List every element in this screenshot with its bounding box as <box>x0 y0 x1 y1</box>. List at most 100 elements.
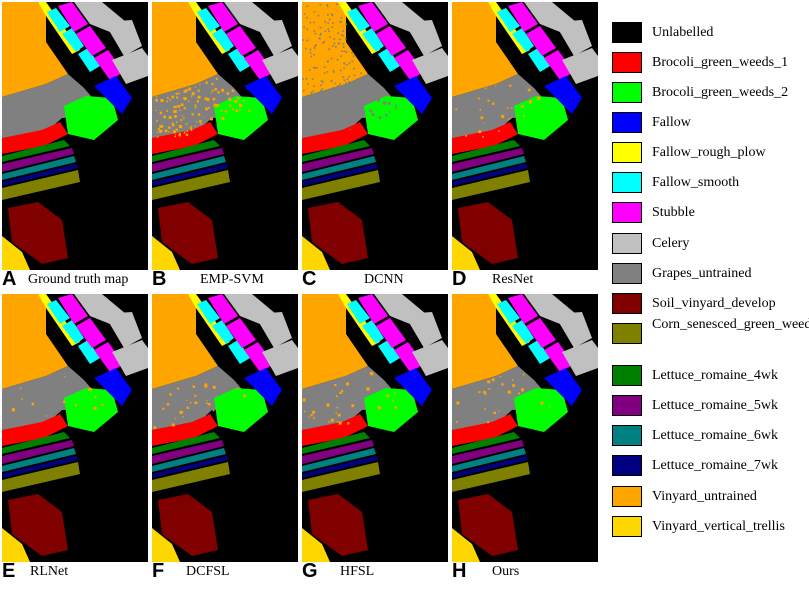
misclassified-pixel <box>387 102 391 105</box>
region-vinyard-untrained <box>2 2 68 97</box>
misclassified-pixel <box>491 378 495 382</box>
legend-swatch <box>612 516 642 537</box>
misclassified-pixel <box>166 100 168 103</box>
misclassified-pixel <box>377 406 381 410</box>
misclassified-pixel <box>308 69 311 71</box>
misclassified-pixel <box>166 97 169 99</box>
misclassified-pixel <box>212 409 215 412</box>
region-lettuce-romaine-4wk <box>2 140 70 162</box>
misclassified-pixel <box>355 79 358 81</box>
misclassified-pixel <box>200 123 202 125</box>
misclassified-pixel <box>341 50 343 52</box>
misclassified-pixel <box>537 96 541 100</box>
misclassified-pixel <box>320 84 322 87</box>
misclassified-pixel <box>370 111 373 113</box>
misclassified-pixel <box>311 78 314 80</box>
misclassified-pixel <box>484 87 487 89</box>
misclassified-pixel <box>517 114 519 117</box>
misclassified-pixel <box>353 94 355 97</box>
region-lettuce-romaine-5wk <box>152 440 224 464</box>
misclassified-pixel <box>64 376 66 378</box>
misclassified-pixel <box>478 97 480 100</box>
region-brocoli-green-weeds-2 <box>364 96 418 140</box>
region-stubble <box>376 26 406 56</box>
misclassified-pixel <box>342 43 345 45</box>
misclassified-pixel <box>501 114 505 118</box>
region-stubble <box>394 50 424 80</box>
region-lettuce-romaine-4wk <box>152 140 220 162</box>
panel-letter: E <box>2 560 16 582</box>
region-brocoli-green-weeds-1 <box>152 414 218 446</box>
region-grapes-untrained <box>152 366 254 430</box>
misclassified-pixel <box>322 81 324 84</box>
misclassified-pixel <box>302 78 304 80</box>
misclassified-pixel <box>171 95 175 99</box>
region-corn-senesced-green-weeds <box>452 462 530 492</box>
misclassified-pixel <box>352 55 355 57</box>
misclassified-pixel <box>191 129 193 131</box>
misclassified-pixel <box>343 62 346 65</box>
misclassified-pixel <box>323 72 326 74</box>
region-corn-senesced-green-weeds <box>152 170 230 200</box>
misclassified-pixel <box>190 126 192 128</box>
legend-label: Lettuce_romaine_6wk <box>652 428 778 443</box>
misclassified-pixel <box>305 78 308 80</box>
misclassified-pixel <box>337 32 339 34</box>
misclassified-pixel <box>314 67 317 69</box>
misclassified-pixel <box>487 99 490 102</box>
misclassified-pixel <box>337 103 341 106</box>
misclassified-pixel <box>174 135 176 138</box>
misclassified-pixel <box>197 95 201 99</box>
misclassified-pixel <box>313 417 315 419</box>
misclassified-pixel <box>376 87 378 89</box>
region-fallow-smooth <box>78 48 100 72</box>
legend-label: Brocoli_green_weeds_2 <box>652 85 789 100</box>
misclassified-pixel <box>183 117 185 120</box>
misclassified-pixel <box>343 67 345 69</box>
legend-label: Stubble <box>652 205 695 220</box>
region-brocoli-green-weeds-1 <box>302 122 368 154</box>
region-soil-vinyard-develop <box>458 202 518 264</box>
misclassified-pixel <box>455 108 458 111</box>
misclassified-pixel <box>181 411 183 413</box>
legend-swatch <box>612 395 642 416</box>
misclassified-pixel <box>331 26 333 28</box>
misclassified-pixel <box>302 39 304 41</box>
misclassified-pixel <box>326 403 330 407</box>
misclassified-pixel <box>488 388 491 390</box>
legend-label: Vinyard_untrained <box>652 489 757 504</box>
misclassified-pixel <box>337 43 340 45</box>
misclassified-pixel <box>179 109 181 111</box>
region-fallow <box>394 76 432 114</box>
region-fallow <box>394 368 432 406</box>
misclassified-pixel <box>316 67 318 69</box>
region-lettuce-romaine-6wk <box>152 448 226 472</box>
region-vinyard-vertical-trellis <box>2 236 30 270</box>
classification-map-f <box>152 294 298 562</box>
region-fallow-smooth <box>512 28 534 52</box>
region-vinyard-untrained <box>452 294 518 389</box>
misclassified-pixel <box>174 115 177 118</box>
misclassified-pixel <box>194 86 196 88</box>
misclassified-pixel <box>478 130 482 134</box>
region-lettuce-romaine-7wk <box>302 456 378 478</box>
region-stubble <box>244 50 274 80</box>
region-grapes-untrained <box>2 366 104 430</box>
misclassified-pixel <box>326 89 329 92</box>
region-lettuce-romaine-5wk <box>2 148 74 172</box>
region-fallow-smooth <box>212 28 234 52</box>
misclassified-pixel <box>175 92 178 95</box>
classification-map-b <box>152 2 298 270</box>
region-stubble <box>358 2 388 32</box>
misclassified-pixel <box>328 421 330 423</box>
region-vinyard-untrained <box>152 294 218 389</box>
misclassified-pixel <box>363 78 366 81</box>
misclassified-pixel <box>309 52 312 54</box>
region-brocoli-green-weeds-2 <box>64 96 118 140</box>
misclassified-pixel <box>339 391 342 394</box>
region-brocoli-green-weeds-1 <box>152 122 218 154</box>
misclassified-pixel <box>498 410 500 412</box>
misclassified-pixel <box>215 104 219 107</box>
misclassified-pixel <box>101 403 104 406</box>
